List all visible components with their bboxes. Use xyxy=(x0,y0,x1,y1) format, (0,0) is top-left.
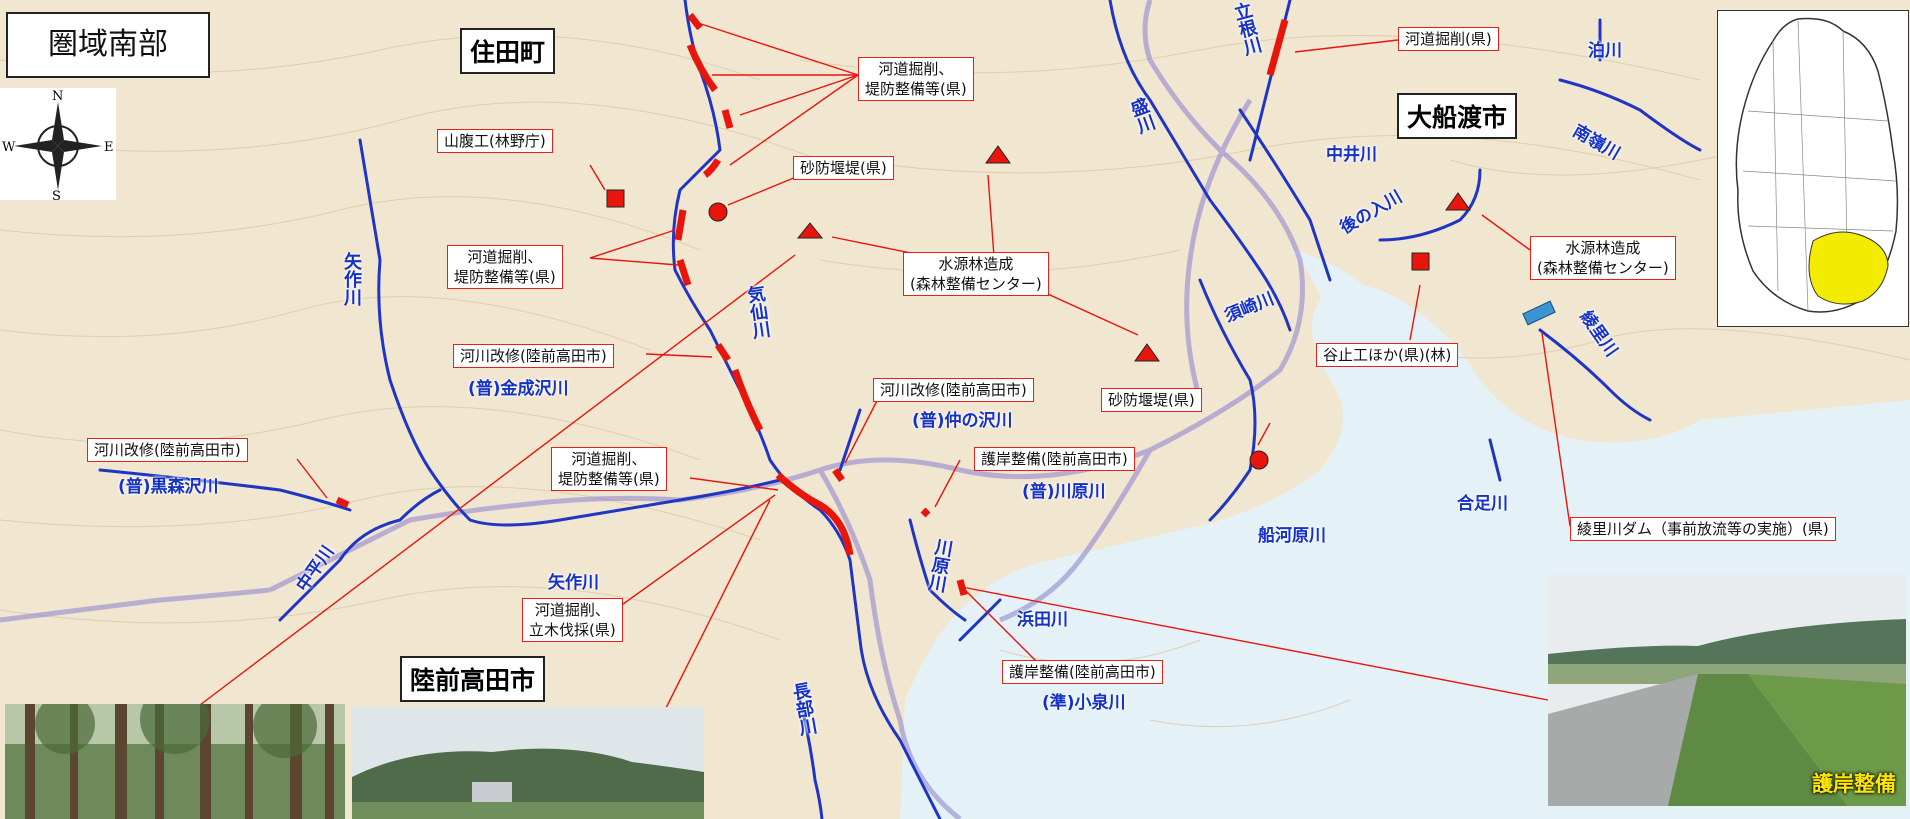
inset-prefecture-map xyxy=(1717,10,1909,327)
label-taniyome: 谷止工ほか(県)(林) xyxy=(1316,343,1459,367)
river-nakadaira xyxy=(278,488,442,622)
label-excavation-tree: 河道掘削、 立木伐採(県) xyxy=(522,598,623,642)
river-label-tomari: 泊川 xyxy=(1588,41,1622,61)
river-label-nakanosawa: (普)仲の沢川 xyxy=(912,411,1013,431)
compass-s: S xyxy=(52,189,61,200)
label-excavation-mid: 河道掘削、 堤防整備等(県) xyxy=(447,245,563,289)
label-excavation-low: 河道掘削、 堤防整備等(県) xyxy=(551,447,667,491)
photo-forest xyxy=(5,704,345,819)
circle-marker xyxy=(1249,450,1269,470)
river-nanrei xyxy=(1558,78,1702,152)
river-label-kawahara: (普)川原川 xyxy=(1022,482,1106,502)
circle-marker xyxy=(708,202,728,222)
river-label-nakai: 中井川 xyxy=(1326,145,1377,165)
label-river-imp-nakanosawa: 河川改修(陸前高田市) xyxy=(873,378,1034,402)
city-rikuzentakata: 陸前高田市 xyxy=(400,656,546,702)
label-revetment-koizumi: 護岸整備(陸前高田市) xyxy=(1002,660,1163,684)
river-hamada xyxy=(958,598,1002,642)
city-sumita: 住田町 xyxy=(460,28,556,74)
label-excavation-tatene: 河道掘削(県) xyxy=(1398,27,1499,51)
label-revetment-kawahara: 護岸整備(陸前高田市) xyxy=(974,447,1135,471)
label-river-imp-kuromori: 河川改修(陸前高田市) xyxy=(87,438,248,462)
area-title: 圏域南部 xyxy=(6,12,210,78)
photo-river-excavation xyxy=(352,707,704,819)
river-kawahara xyxy=(908,518,967,622)
label-ryori-dam: 綾里川ダム（事前放流等の実施）(県) xyxy=(1570,517,1836,541)
compass-e: E xyxy=(104,140,114,155)
river-nakanosawa xyxy=(838,408,862,472)
label-excavation-top: 河道掘削、 堤防整備等(県) xyxy=(858,57,974,101)
label-forest-agency: 山腹工(林野庁) xyxy=(437,129,553,153)
river-label-hamada: 浜田川 xyxy=(1017,610,1068,630)
photo-revetment: 護岸整備 xyxy=(1548,574,1906,806)
river-label-yasaku: 矢作川 xyxy=(548,573,599,593)
square-marker xyxy=(1411,252,1430,271)
river-goashi xyxy=(1488,438,1502,482)
triangle-marker xyxy=(1134,343,1160,362)
river-sakari xyxy=(1108,0,1292,332)
river-susaki xyxy=(1198,278,1257,522)
river-atonoiri xyxy=(1378,168,1482,242)
river-label-goashi: 合足川 xyxy=(1457,494,1508,514)
river-yasaku xyxy=(358,138,782,527)
river-label-kuromorisawa: (普)黒森沢川 xyxy=(118,477,219,497)
compass-n: N xyxy=(52,89,63,104)
compass-w: W xyxy=(2,140,16,155)
river-label-koizumi: (準)小泉川 xyxy=(1042,693,1126,713)
label-suigen-center: 水源林造成 (森林整備センター) xyxy=(903,252,1049,296)
square-marker xyxy=(606,189,625,208)
river-label-kanenarisawa: (普)金成沢川 xyxy=(468,379,569,399)
markers xyxy=(606,145,1556,470)
river-kuromori xyxy=(98,468,352,512)
river-label-funagawara: 船河原川 xyxy=(1258,526,1326,546)
label-suigen-right: 水源林造成 (森林整備センター) xyxy=(1530,236,1676,280)
inset-highlight xyxy=(1808,231,1889,305)
triangle-marker xyxy=(796,222,824,239)
river-ryori xyxy=(1538,328,1652,422)
triangle-marker xyxy=(1445,192,1471,211)
triangle-marker xyxy=(985,145,1011,164)
dam-marker xyxy=(1522,300,1556,326)
compass-rose: N S W E xyxy=(0,88,116,204)
city-ofunato: 大船渡市 xyxy=(1397,93,1518,139)
label-sabo-upper: 砂防堰堤(県) xyxy=(793,156,894,180)
river-nakai xyxy=(1238,108,1332,282)
river-label-yasaku-vertical: 矢作川 xyxy=(341,252,362,306)
label-river-imp-kanenari: 河川改修(陸前高田市) xyxy=(453,344,614,368)
river-nagabe xyxy=(798,698,824,819)
label-sabo-lower: 砂防堰堤(県) xyxy=(1101,388,1202,412)
photo-caption: 護岸整備 xyxy=(1812,772,1896,796)
